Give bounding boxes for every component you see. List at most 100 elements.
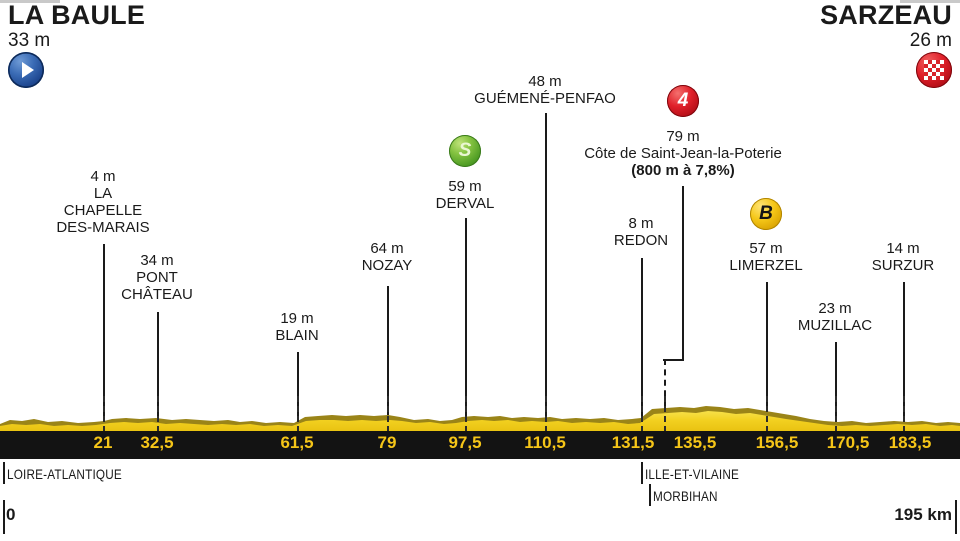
department-marker-bar — [3, 462, 5, 484]
department-morbihan: MORBIHAN — [653, 488, 718, 504]
km-label: 32,5 — [140, 433, 174, 452]
leader-line — [465, 218, 467, 416]
km-label: 97,5 — [448, 433, 482, 452]
climb-badge-label: 4 — [677, 90, 689, 111]
poi-name-line: REDON — [613, 232, 669, 249]
leader-line — [297, 352, 299, 416]
poi-pont-chateau: 34 m PONT CHÂTEAU — [121, 252, 193, 303]
poi-altitude: 57 m — [749, 240, 783, 257]
climb-badge-icon: 4 — [667, 85, 699, 117]
km-gridline — [545, 396, 547, 432]
km-gridline — [297, 396, 299, 432]
poi-guemene-penfao: 48 m GUÉMENÉ-PENFAO — [474, 73, 616, 107]
poi-altitude: 19 m — [280, 310, 314, 327]
top-rule-right — [900, 0, 960, 3]
km-gridline — [103, 396, 105, 432]
leader-line — [903, 282, 905, 416]
poi-name-line: CHAPELLE — [63, 202, 143, 219]
km-label: 183,5 — [888, 433, 932, 452]
poi-surzur: 14 m SURZUR — [872, 240, 935, 274]
checkered-flag-icon — [916, 52, 952, 88]
poi-name-line: Côte de Saint-Jean-la-Poterie — [584, 145, 782, 162]
axis-end-label: 195 km — [894, 505, 952, 524]
finish-city: SARZEAU — [820, 0, 952, 30]
poi-nozay: 64 m NOZAY — [362, 240, 413, 274]
leader-line-jog — [663, 359, 684, 361]
finish-endpoint: SARZEAU 26 m — [820, 0, 952, 52]
poi-altitude: 34 m — [140, 252, 174, 269]
elevation-profile-terrain — [0, 406, 960, 432]
bonus-badge-label: B — [759, 203, 773, 224]
leader-line — [387, 286, 389, 416]
poi-name-line: LA — [93, 185, 113, 202]
poi-name-line: LIMERZEL — [729, 257, 803, 274]
poi-altitude: 23 m — [818, 300, 852, 317]
leader-line-dashed — [664, 359, 666, 417]
poi-name-line: DERVAL — [435, 195, 495, 212]
leader-line — [766, 282, 768, 416]
distance-band — [0, 431, 960, 459]
checker-pattern — [924, 60, 944, 80]
poi-blain: 19 m BLAIN — [275, 310, 318, 344]
leader-line — [157, 312, 159, 416]
km-label: 61,5 — [280, 433, 314, 452]
sprint-badge-label: S — [458, 140, 472, 161]
km-label: 21 — [93, 433, 113, 452]
axis-start-label: 0 — [6, 505, 16, 524]
department-marker-bar — [641, 462, 643, 484]
poi-altitude: 4 m — [90, 168, 116, 185]
leader-line — [641, 258, 643, 416]
km-label: 156,5 — [755, 433, 799, 452]
poi-altitude: 14 m — [886, 240, 920, 257]
poi-name-line: NOZAY — [361, 257, 413, 274]
poi-la-chapelle-des-marais: 4 m LA CHAPELLE DES-MARAIS — [56, 168, 149, 236]
leader-line — [545, 113, 547, 416]
leader-line — [103, 244, 105, 416]
km-label: 170,5 — [826, 433, 870, 452]
poi-altitude: 48 m — [528, 73, 562, 90]
sprint-badge-icon: S — [449, 135, 481, 167]
poi-altitude: 59 m — [448, 178, 482, 195]
poi-name-line: MUZILLAC — [797, 317, 873, 334]
bonus-badge-icon: B — [750, 198, 782, 230]
department-ille-et-vilaine: ILLE-ET-VILAINE — [645, 466, 740, 482]
km-label: 135,5 — [673, 433, 717, 452]
poi-name-line: DES-MARAIS — [56, 219, 150, 236]
start-flag-icon — [8, 52, 44, 88]
start-city: LA BAULE — [8, 0, 146, 30]
km-gridline — [157, 396, 159, 432]
km-gridline — [835, 396, 837, 432]
poi-derval: 59 m DERVAL — [436, 178, 495, 212]
poi-limerzel: 57 m LIMERZEL — [729, 240, 802, 274]
department-marker-bar — [649, 484, 651, 506]
km-gridline — [664, 396, 666, 432]
poi-muzillac: 23 m MUZILLAC — [798, 300, 872, 334]
poi-altitude: 79 m — [666, 128, 700, 145]
finish-altitude: 26 m — [909, 30, 952, 51]
poi-cote-de-saint-jean-la-poterie: 79 m Côte de Saint-Jean-la-Poterie (800 … — [584, 128, 782, 179]
axis-start-tick — [3, 500, 5, 534]
start-endpoint: LA BAULE 33 m — [8, 0, 145, 52]
start-altitude: 33 m — [8, 30, 51, 51]
poi-climb-detail: (800 m à 7,8%) — [631, 162, 735, 179]
poi-name-line: GUÉMENÉ-PENFAO — [474, 90, 616, 107]
poi-redon: 8 m REDON — [614, 215, 668, 249]
leader-line-segment — [682, 186, 684, 361]
poi-name-line: CHÂTEAU — [121, 286, 193, 303]
km-gridline — [766, 396, 768, 432]
km-gridline — [387, 396, 389, 432]
poi-name-line: BLAIN — [275, 327, 319, 344]
poi-altitude: 8 m — [628, 215, 654, 232]
km-gridline — [903, 396, 905, 432]
department-loire-atlantique: LOIRE-ATLANTIQUE — [7, 466, 122, 482]
poi-name-line: SURZUR — [871, 257, 935, 274]
km-label: 79 — [377, 433, 397, 452]
km-gridline — [465, 396, 467, 432]
terrain-body — [0, 411, 960, 432]
top-rule-left — [0, 0, 60, 3]
poi-altitude: 64 m — [370, 240, 404, 257]
poi-name-line: PONT — [136, 269, 178, 286]
km-label: 131,5 — [611, 433, 655, 452]
km-label: 110,5 — [524, 433, 566, 452]
